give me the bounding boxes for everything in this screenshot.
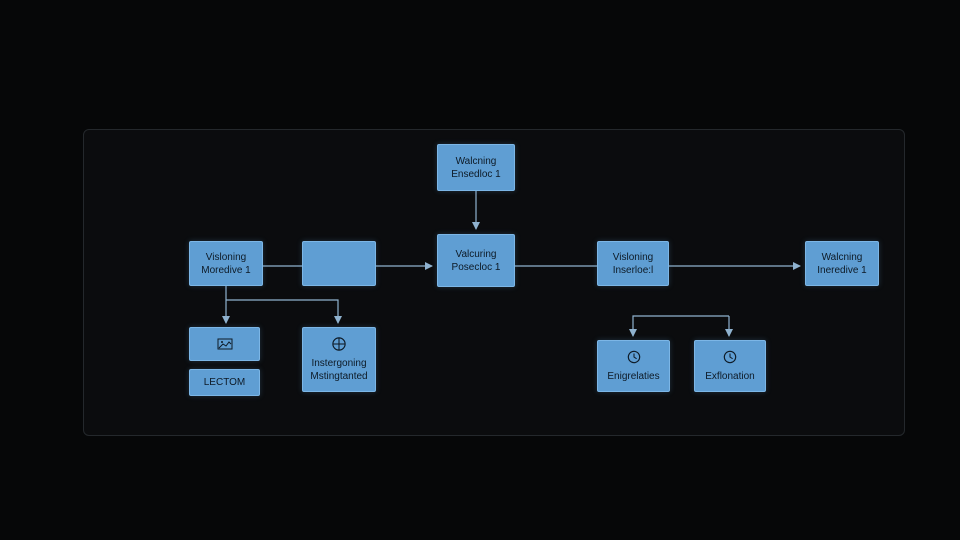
node-clock-left[interactable]: Enigrelaties	[597, 340, 670, 392]
node-mid-right-line2: Inserloe:l	[612, 264, 654, 276]
node-far-right[interactable]: Walcning Ineredive 1	[805, 241, 879, 286]
clock-icon	[723, 350, 737, 363]
globe-icon	[332, 336, 346, 351]
node-center[interactable]: Valcuring Posecloc 1	[437, 234, 515, 287]
node-globe-line1: Instergoning	[311, 357, 367, 369]
node-lectom-label: LECTOM	[203, 377, 246, 388]
clock-icon	[627, 350, 640, 363]
node-clock-right-label: Exflonation	[705, 370, 755, 382]
node-image-box[interactable]	[189, 327, 260, 361]
node-left-line1: Visloning	[205, 251, 247, 263]
node-center-line2: Posecloc 1	[451, 261, 501, 273]
node-globe-line2: Mstingtanted	[310, 370, 368, 382]
node-mid-right[interactable]: Visloning Inserloe:l	[597, 241, 669, 286]
node-blank[interactable]	[302, 241, 376, 286]
node-top[interactable]: Walcning Ensedloc 1	[437, 144, 515, 191]
node-center-line1: Valcuring	[455, 248, 497, 260]
node-far-right-line2: Ineredive 1	[817, 264, 867, 276]
image-icon	[217, 338, 232, 350]
node-clock-right[interactable]: Exflonation	[694, 340, 766, 392]
node-clock-left-label: Enigrelaties	[607, 370, 660, 382]
node-top-line1: Walcning	[455, 155, 497, 167]
node-lectom[interactable]: LECTOM	[189, 369, 260, 396]
node-mid-right-line1: Visloning	[612, 251, 654, 263]
node-left-line2: Moredive 1	[201, 264, 251, 276]
node-globe-box[interactable]: Instergoning Mstingtanted	[302, 327, 376, 392]
node-left[interactable]: Visloning Moredive 1	[189, 241, 263, 286]
node-far-right-line1: Walcning	[821, 251, 863, 263]
node-top-line2: Ensedloc 1	[451, 168, 501, 180]
